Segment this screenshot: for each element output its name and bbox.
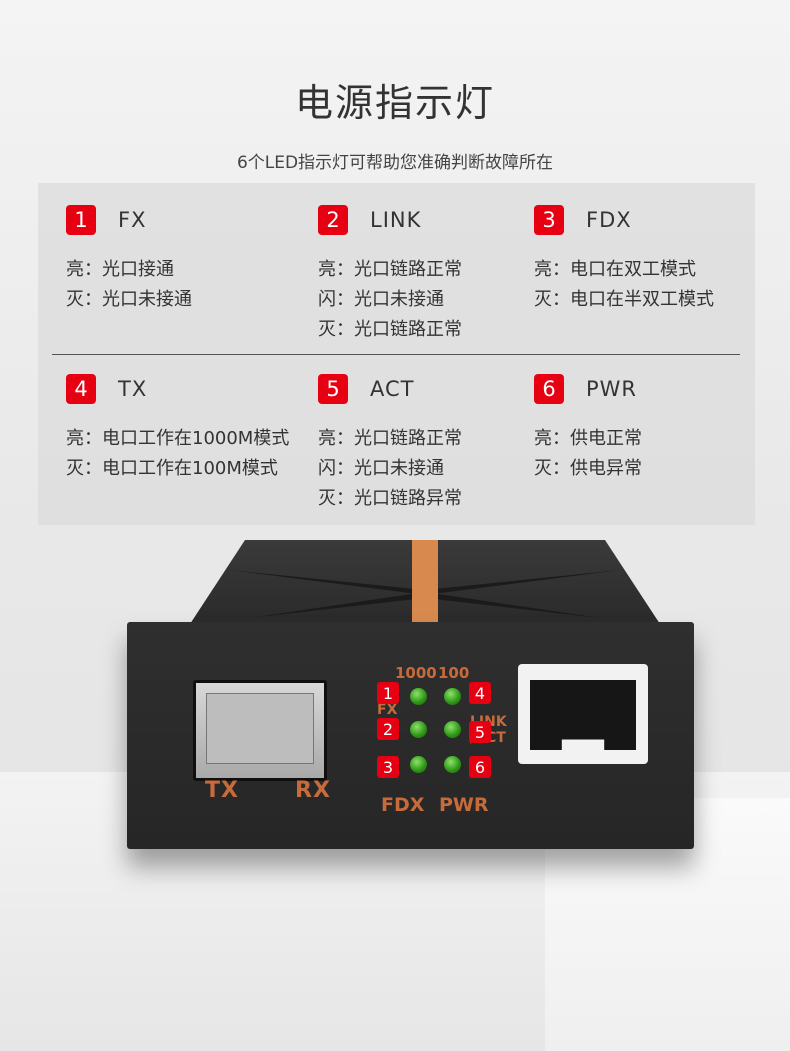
indicator-number-badge: 5 <box>318 374 348 404</box>
indicator-state-line: 亮：光口链路正常 <box>318 428 462 449</box>
pwr-label: PWR <box>439 794 489 816</box>
indicator-state-line: 亮：光口接通 <box>66 259 174 280</box>
indicator-state-line: 亮：电口在双工模式 <box>534 259 696 280</box>
sfp-port-cage <box>206 693 314 764</box>
indicator-number-badge: 2 <box>318 205 348 235</box>
indicator-number-badge: 3 <box>534 205 564 235</box>
page-subtitle: 6个LED指示灯可帮助您准确判断故障所在 <box>236 153 554 173</box>
speed-1000-label: 1000 <box>395 664 437 682</box>
speed-100-label: 100 <box>438 664 470 682</box>
page-title: 电源指示灯 <box>294 81 495 125</box>
indicator-number-badge: 4 <box>66 374 96 404</box>
panel-divider <box>52 354 740 355</box>
led-pwr <box>444 756 461 773</box>
indicator-fdx: 3 FDX 亮：电口在双工模式 灭：电口在半双工模式 <box>534 203 714 315</box>
indicator-name: FDX <box>586 208 632 232</box>
indicator-fx: 1 FX 亮：光口接通 灭：光口未接通 <box>66 203 192 315</box>
top-x-pattern-icon <box>230 540 620 624</box>
led-badge-5: 5 <box>469 721 491 743</box>
sfp-port <box>193 680 327 781</box>
indicator-state-line: 闪：光口未接通 <box>318 458 444 479</box>
indicator-act: 5 ACT 亮：光口链路正常 闪：光口未接通 灭：光口链路异常 <box>318 372 462 514</box>
led-link <box>410 721 427 738</box>
indicator-state-line: 亮：电口工作在1000M模式 <box>66 428 290 449</box>
led-badge-2: 2 <box>377 718 399 740</box>
indicator-state-line: 闪：光口未接通 <box>318 289 444 310</box>
indicator-number-badge: 6 <box>534 374 564 404</box>
led-fdx <box>410 756 427 773</box>
indicator-state-line: 亮：光口链路正常 <box>318 259 462 280</box>
rj45-port-socket <box>530 680 636 750</box>
indicator-state-line: 灭：供电异常 <box>534 458 642 479</box>
media-converter-device: TX RX 1000 100 FX LINK /ACT 1 4 2 5 3 6 … <box>0 530 790 1051</box>
indicator-state-line: 灭：光口链路异常 <box>318 488 462 509</box>
indicator-state-line: 灭：电口工作在100M模式 <box>66 458 278 479</box>
indicator-link: 2 LINK 亮：光口链路正常 闪：光口未接通 灭：光口链路正常 <box>318 203 462 345</box>
sfp-rx-label: RX <box>295 778 331 803</box>
indicator-state-line: 灭：电口在半双工模式 <box>534 289 714 310</box>
indicator-name: LINK <box>370 208 422 232</box>
sfp-tx-label: TX <box>205 778 239 803</box>
led-badge-1: 1 <box>377 682 399 704</box>
indicator-name: FX <box>118 208 147 232</box>
indicator-tx: 4 TX 亮：电口工作在1000M模式 灭：电口工作在100M模式 <box>66 372 289 484</box>
indicator-pwr: 6 PWR 亮：供电正常 灭：供电异常 <box>534 372 642 484</box>
indicator-number-badge: 1 <box>66 205 96 235</box>
led-fx-label: FX <box>377 702 398 718</box>
indicator-name: TX <box>118 377 148 401</box>
device-top-cover <box>190 540 660 624</box>
led-badge-3: 3 <box>377 756 399 778</box>
indicator-state-line: 灭：光口链路正常 <box>318 319 462 340</box>
indicator-state-line: 灭：光口未接通 <box>66 289 192 310</box>
indicator-name: ACT <box>370 377 415 401</box>
led-tx <box>444 688 461 705</box>
led-fx <box>410 688 427 705</box>
rj45-port <box>518 664 648 764</box>
indicator-state-line: 亮：供电正常 <box>534 428 642 449</box>
led-badge-4: 4 <box>469 682 491 704</box>
fdx-label: FDX <box>381 794 425 816</box>
led-badge-6: 6 <box>469 756 491 778</box>
indicator-name: PWR <box>586 377 638 401</box>
led-act <box>444 721 461 738</box>
device-front-panel: TX RX 1000 100 FX LINK /ACT 1 4 2 5 3 6 … <box>127 622 694 849</box>
